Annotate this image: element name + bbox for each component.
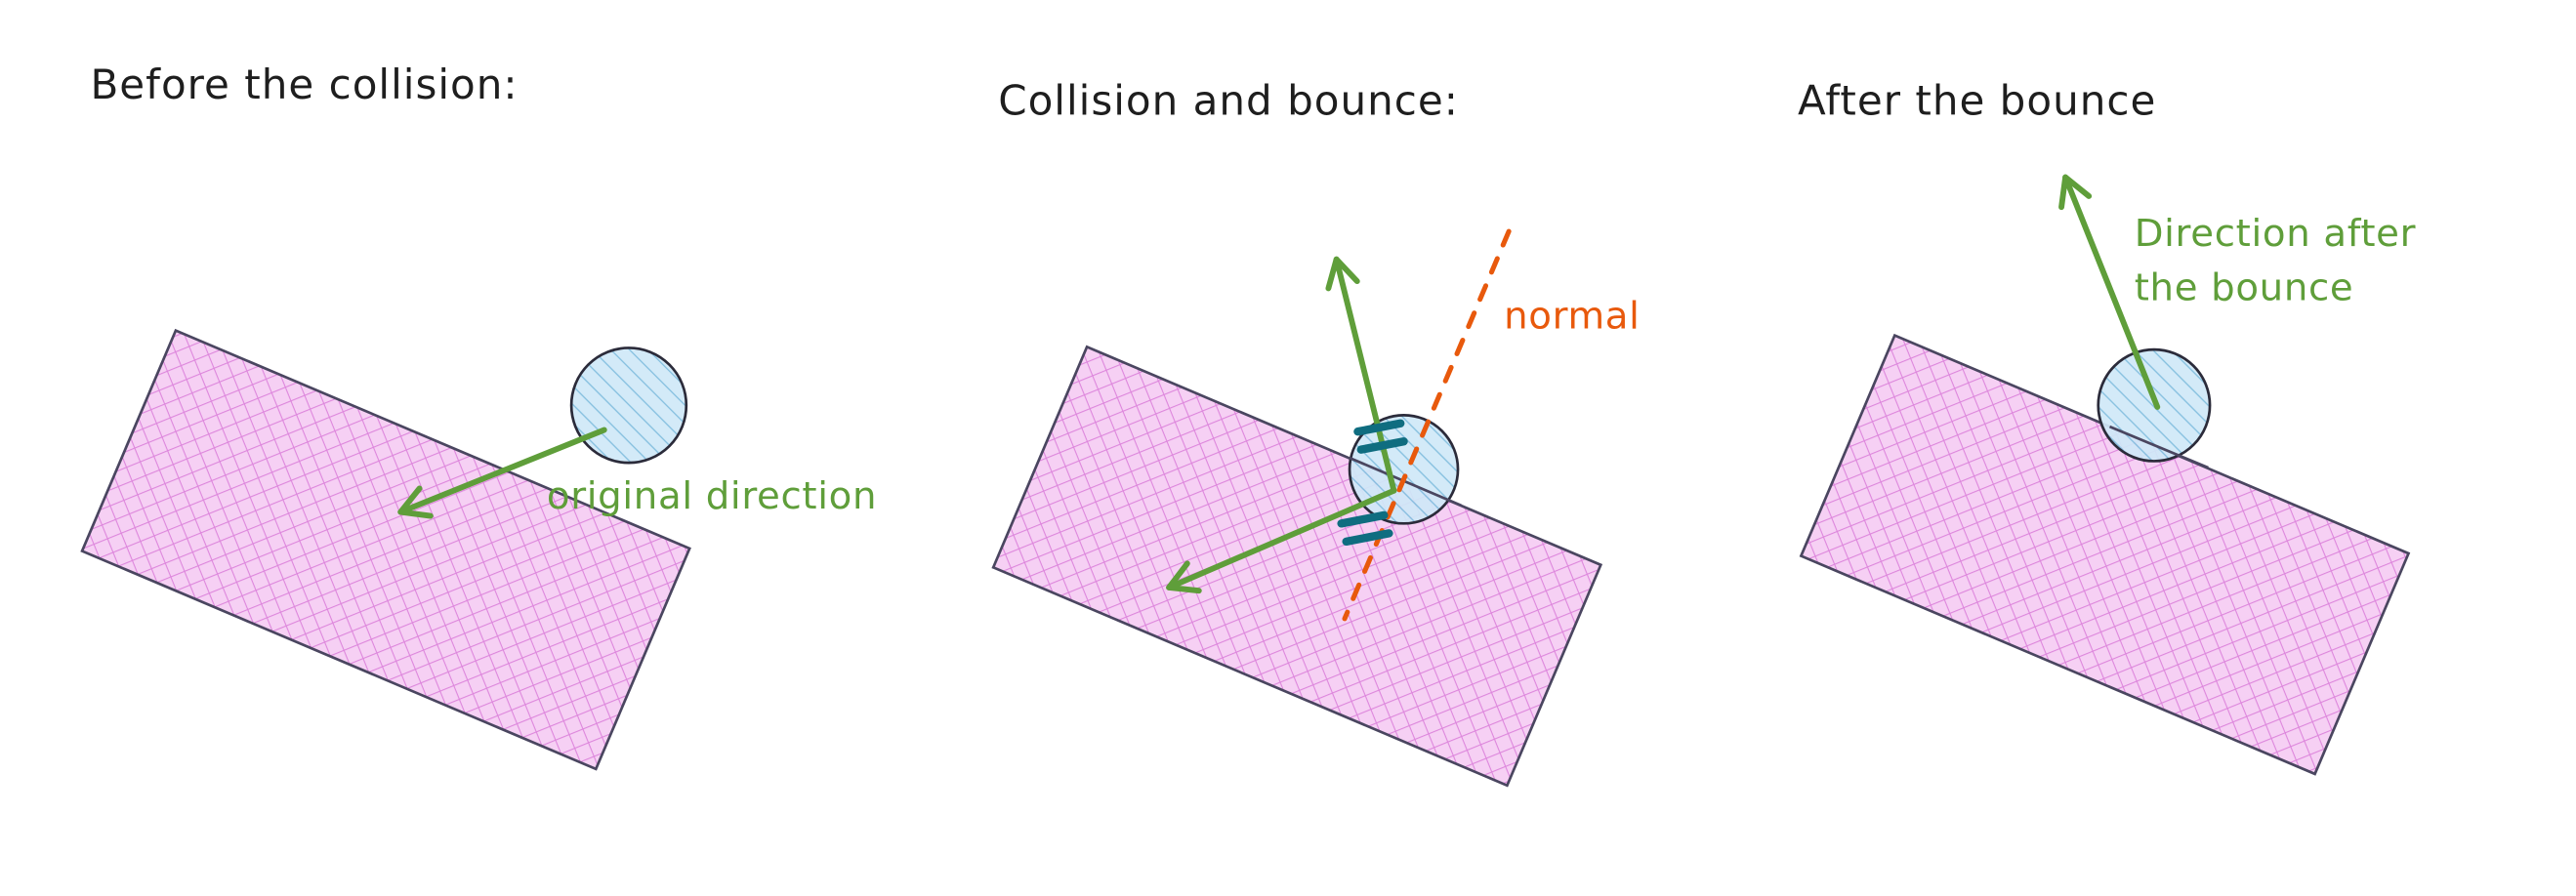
after-bounce-direction-label: Direction after the bounce [2135, 212, 2423, 309]
panel-after-bounce: After the bounce Direction after the bou… [1798, 77, 2423, 776]
panel-collision-title: Collision and bounce: [998, 77, 1459, 125]
after-bounce-direction-arrow [2058, 174, 2161, 410]
surface-rect [991, 345, 1603, 788]
normal-line [1342, 228, 1512, 622]
surface-rect [80, 328, 691, 771]
panel-before-collision: Before the collision: original direction [80, 61, 877, 771]
incidence-angle-mark [1337, 510, 1389, 528]
reflection-angle-mark [1356, 437, 1408, 454]
panel-before-title: Before the collision: [90, 61, 518, 108]
reflection-angle-mark [1353, 419, 1405, 436]
incoming-direction-arrow [1166, 487, 1397, 594]
original-direction-arrow [397, 427, 607, 519]
ball [569, 346, 688, 465]
bounce-direction-arrow [1325, 256, 1397, 494]
incidence-angle-mark [1342, 529, 1393, 547]
panel-after-title: After the bounce [1798, 77, 2156, 125]
surface-edge-overlay [2108, 425, 2209, 469]
normal-label: normal [1504, 294, 1640, 338]
original-direction-label: original direction [547, 474, 877, 518]
panel-collision-bounce: Collision and bounce: normal [991, 77, 1640, 788]
